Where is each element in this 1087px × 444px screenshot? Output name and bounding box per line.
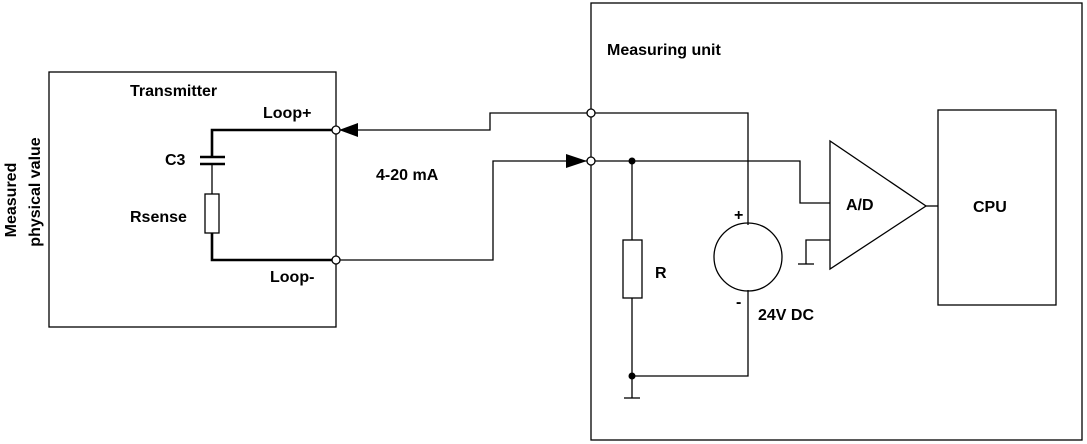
junction-dot-bottom xyxy=(628,372,636,380)
capacitor-c3 xyxy=(200,155,225,194)
measuring-unit-title: Measuring unit xyxy=(607,42,721,59)
terminal-measuring-top xyxy=(586,108,596,118)
resistor-rsense xyxy=(204,193,220,234)
measured-value-line1: Measured xyxy=(3,163,20,238)
cpu-label: CPU xyxy=(973,199,1007,216)
terminal-loop-plus xyxy=(331,125,341,135)
adc-converter xyxy=(829,139,928,271)
adc-label: A/D xyxy=(846,197,874,214)
capacitor-c3-label: C3 xyxy=(165,152,186,169)
measured-value-line2: physical value xyxy=(27,137,44,246)
cpu-box xyxy=(937,109,1057,306)
resistor-r-label: R xyxy=(655,265,667,282)
resistor-r xyxy=(622,239,643,299)
supply-minus-label: - xyxy=(736,294,741,311)
measuring-unit-circuit xyxy=(591,112,938,399)
arrow-into-measuring-unit xyxy=(566,154,587,168)
transmitter-box xyxy=(48,71,337,328)
supply-plus-label: + xyxy=(734,207,743,224)
terminal-measuring-bottom xyxy=(586,156,596,166)
measuring-unit-box xyxy=(590,2,1083,441)
loop-minus-label: Loop- xyxy=(270,269,314,286)
supply-voltage-label: 24V DC xyxy=(758,307,814,324)
transmitter-circuit xyxy=(200,128,336,262)
junction-dot-top xyxy=(628,157,636,165)
dc-supply-source xyxy=(713,222,783,292)
arrow-into-loop-plus xyxy=(339,123,358,137)
transmitter-title: Transmitter xyxy=(130,83,217,100)
loop-current-label: 4-20 mA xyxy=(376,167,439,184)
terminal-loop-minus xyxy=(331,255,341,265)
resistor-rsense-label: Rsense xyxy=(130,209,187,226)
loop-wiring xyxy=(336,112,591,261)
loop-plus-label: Loop+ xyxy=(263,105,311,122)
